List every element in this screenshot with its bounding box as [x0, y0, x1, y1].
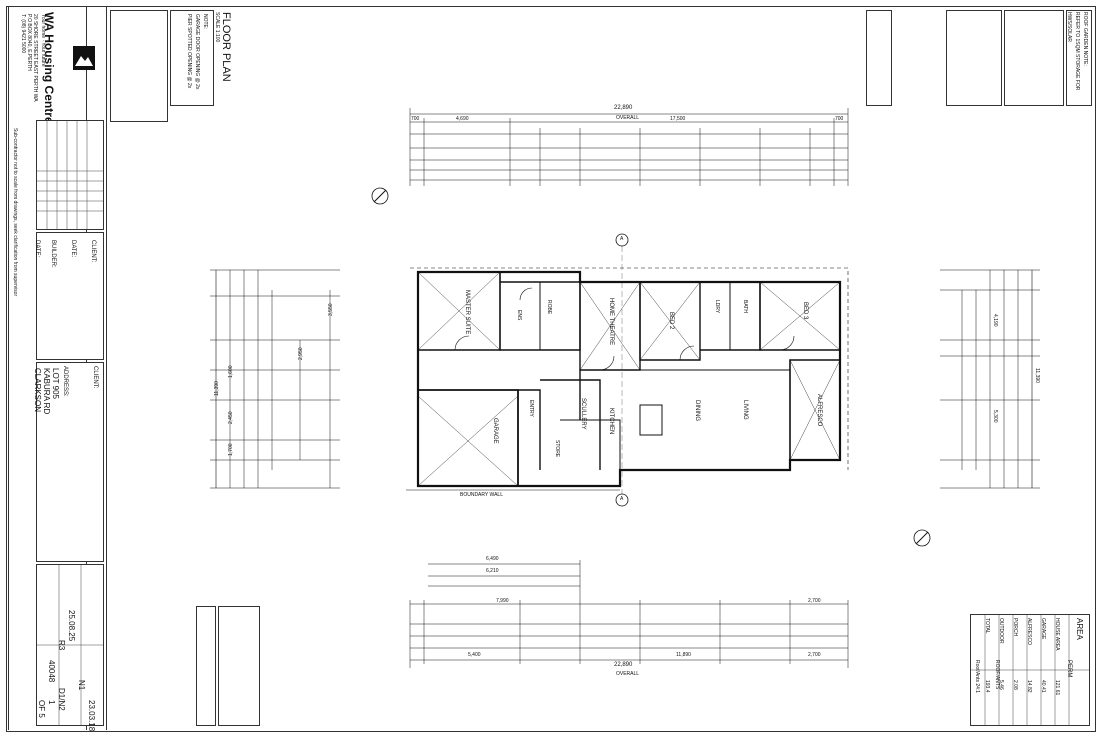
company-logo: [73, 46, 95, 70]
room-bed3: BED 3: [802, 302, 808, 320]
room-robe: ROBE: [546, 300, 552, 315]
dim-bottom-mid: 11,890: [676, 652, 691, 658]
drawing-sheet: [6, 6, 1096, 732]
room-garage: GARAGE: [492, 418, 498, 444]
room-theatre: HOME THEATRE: [608, 298, 614, 346]
right-notes-box-2: [1004, 10, 1064, 106]
roof-notes-box: [1066, 10, 1092, 106]
dim-alfresco: 2,700: [808, 598, 821, 604]
dim-left-c: 1,600: [228, 365, 234, 378]
room-ens: ENS: [516, 310, 522, 321]
room-master: MASTER SUITE: [464, 290, 470, 335]
drawing-info-block: [36, 564, 104, 726]
bottom-notes-box: [218, 606, 260, 726]
right-notes-box-4: [866, 10, 892, 106]
dim-left-e: 1,700: [228, 443, 234, 456]
room-entry: ENTRY: [528, 400, 534, 417]
room-store: STORE: [554, 440, 560, 458]
dim-garage-overall: 6,490: [486, 556, 499, 562]
dim-top-mid: 17,500: [670, 116, 686, 122]
dim-start-700: 700: [411, 116, 420, 122]
dim-left-b: 2,950: [298, 347, 304, 360]
dim-garage-internal: 6,210: [486, 568, 499, 574]
room-bath: BATH: [742, 300, 748, 313]
drawing-notes-box: [170, 10, 214, 106]
dim-garage-store: 7,990: [496, 598, 509, 604]
room-kitchen: KITCHEN: [608, 408, 614, 435]
dim-overall-bottom: 22,890: [614, 662, 633, 668]
room-living: LIVING: [742, 400, 748, 420]
right-notes-box-3: [946, 10, 1002, 106]
dim-left-d: 2,450: [228, 411, 234, 424]
dim-top-left: 4,690: [456, 116, 469, 122]
dim-right-overall: 11,390: [1034, 368, 1040, 383]
section-marker-bottom: A: [620, 496, 624, 502]
bottom-notes-box-2: [196, 606, 216, 726]
area-table: [970, 614, 1090, 726]
client-block: [36, 232, 104, 360]
address-block: [36, 362, 104, 562]
revision-table: [36, 120, 104, 230]
dim-end-700: 700: [835, 116, 844, 122]
dim-right-b: 5,300: [992, 410, 998, 423]
dim-bottom-right: 2,700: [808, 652, 821, 658]
section-marker-top: A: [620, 236, 624, 242]
dim-overall-top: 22,890: [614, 105, 633, 111]
room-alfresco: ALFRESCO: [816, 394, 822, 427]
room-bed2: BED 2: [668, 312, 674, 330]
dim-right-a: 4,190: [992, 314, 998, 327]
dim-left-a: 3,550: [328, 303, 334, 316]
boundary-label: BOUNDARY WALL: [460, 492, 503, 498]
general-notes-box: [110, 10, 168, 122]
room-dining: DINING: [694, 400, 700, 421]
dim-left-overall: 11,390: [214, 381, 220, 396]
room-scullery: SCULLERY: [580, 398, 586, 430]
room-ldry: LDRY: [714, 300, 720, 314]
dim-overall-bottom-label: OVERALL: [616, 671, 640, 677]
dim-bottom-left: 5,400: [468, 652, 481, 658]
dim-overall-top-label: OVERALL: [616, 115, 640, 121]
